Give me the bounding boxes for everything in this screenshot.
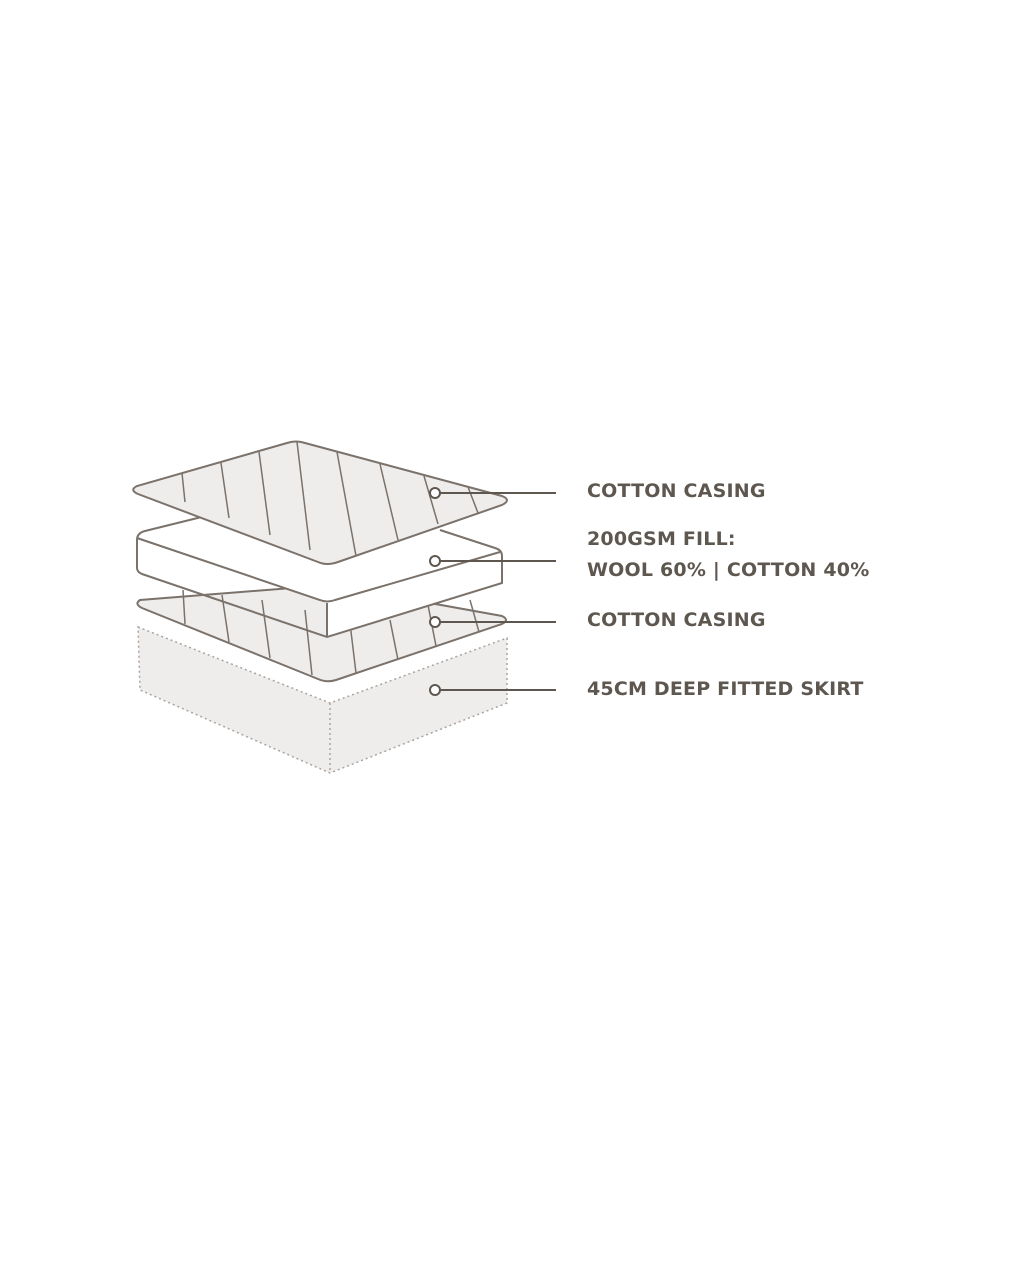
callout-dot-icon: [429, 555, 441, 567]
label-fill-weight: 200GSM FILL:: [587, 528, 736, 550]
label-fitted-skirt: 45CM DEEP FITTED SKIRT: [587, 678, 864, 700]
fitted-skirt-layer: [137, 625, 508, 774]
label-fill-composition: WOOL 60% | COTTON 40%: [587, 559, 870, 581]
callout-dot-icon: [429, 684, 441, 696]
callout-dot-icon: [429, 616, 441, 628]
top-cotton-casing-layer: [132, 440, 508, 565]
callout-dot-icon: [429, 487, 441, 499]
label-top-cotton-casing: COTTON CASING: [587, 480, 766, 502]
label-lower-cotton-casing: COTTON CASING: [587, 609, 766, 631]
